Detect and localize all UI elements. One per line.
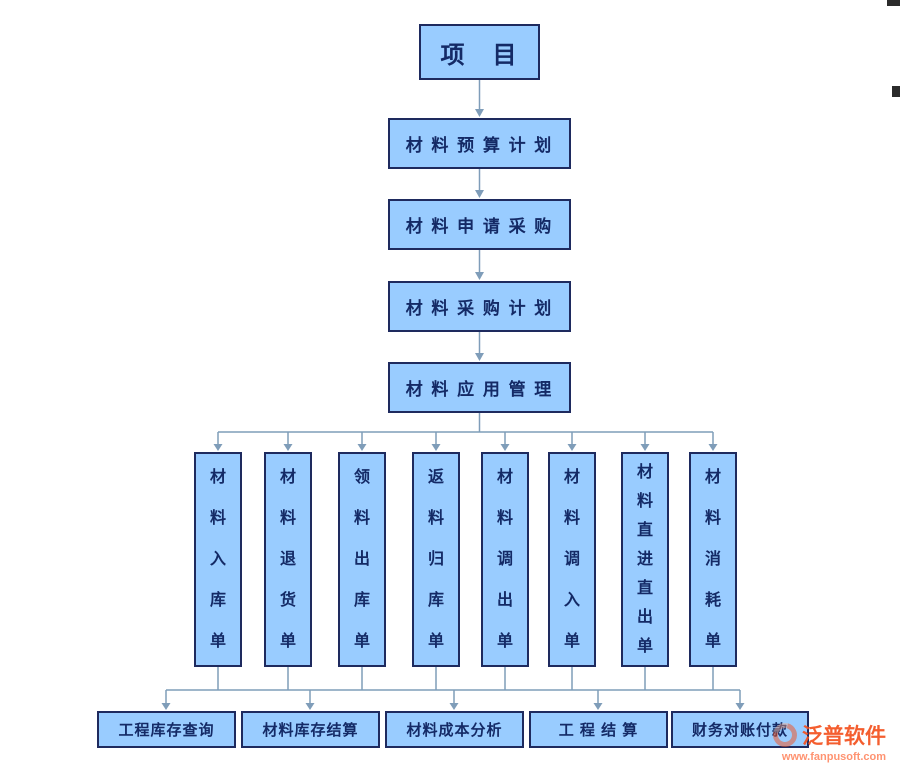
- material-purchase-request-box: 材 料 申 请 采 购: [388, 199, 571, 250]
- material-consumption-box: 材料消耗单: [689, 452, 737, 667]
- watermark-url: www.fanpusoft.com: [781, 751, 886, 763]
- material-application-management-box: 材 料 应 用 管 理: [388, 362, 571, 413]
- column-label: 材料退货单: [280, 469, 297, 650]
- material-requisition-outbound-box: 领料出库单: [338, 452, 386, 667]
- material-transfer-out-box: 材料调出单: [481, 452, 529, 667]
- material-inventory-settlement-box: 材料库存结算: [241, 711, 380, 748]
- column-label: 领料出库单: [354, 469, 371, 650]
- material-budget-plan-box: 材 料 预 算 计 划: [388, 118, 571, 169]
- material-transfer-in-box: 材料调入单: [548, 452, 596, 667]
- column-label: 材料入库单: [210, 469, 227, 650]
- material-cost-analysis-box: 材料成本分析: [385, 711, 524, 748]
- column-label: 材料直进直出单: [637, 464, 654, 655]
- material-purchase-plan-box: 材 料 采 购 计 划: [388, 281, 571, 332]
- screen-artifact: [887, 0, 900, 6]
- project-settlement-box: 工 程 结 算: [529, 711, 668, 748]
- watermark-row: 泛普软件: [768, 718, 886, 752]
- material-direct-in-out-box: 材料直进直出单: [621, 452, 669, 667]
- screen-artifact: [892, 86, 900, 97]
- material-return-receipt-box: 材料退货单: [264, 452, 312, 667]
- column-label: 返料归库单: [428, 469, 445, 650]
- watermark-brand: 泛普软件: [802, 725, 886, 748]
- finance-reconciliation-payment-box: 财务对账付款: [671, 711, 809, 748]
- project-inventory-query-box: 工程库存查询: [97, 711, 236, 748]
- column-label: 材料调出单: [497, 469, 514, 650]
- project-box: 项 目: [419, 24, 540, 80]
- watermark: 泛普软件 www.fanpusoft.com: [768, 718, 886, 763]
- material-inbound-receipt-box: 材料入库单: [194, 452, 242, 667]
- material-return-to-warehouse-box: 返料归库单: [412, 452, 460, 667]
- column-label: 材料消耗单: [705, 469, 722, 650]
- column-label: 材料调入单: [564, 469, 581, 650]
- watermark-logo-icon: [768, 718, 802, 752]
